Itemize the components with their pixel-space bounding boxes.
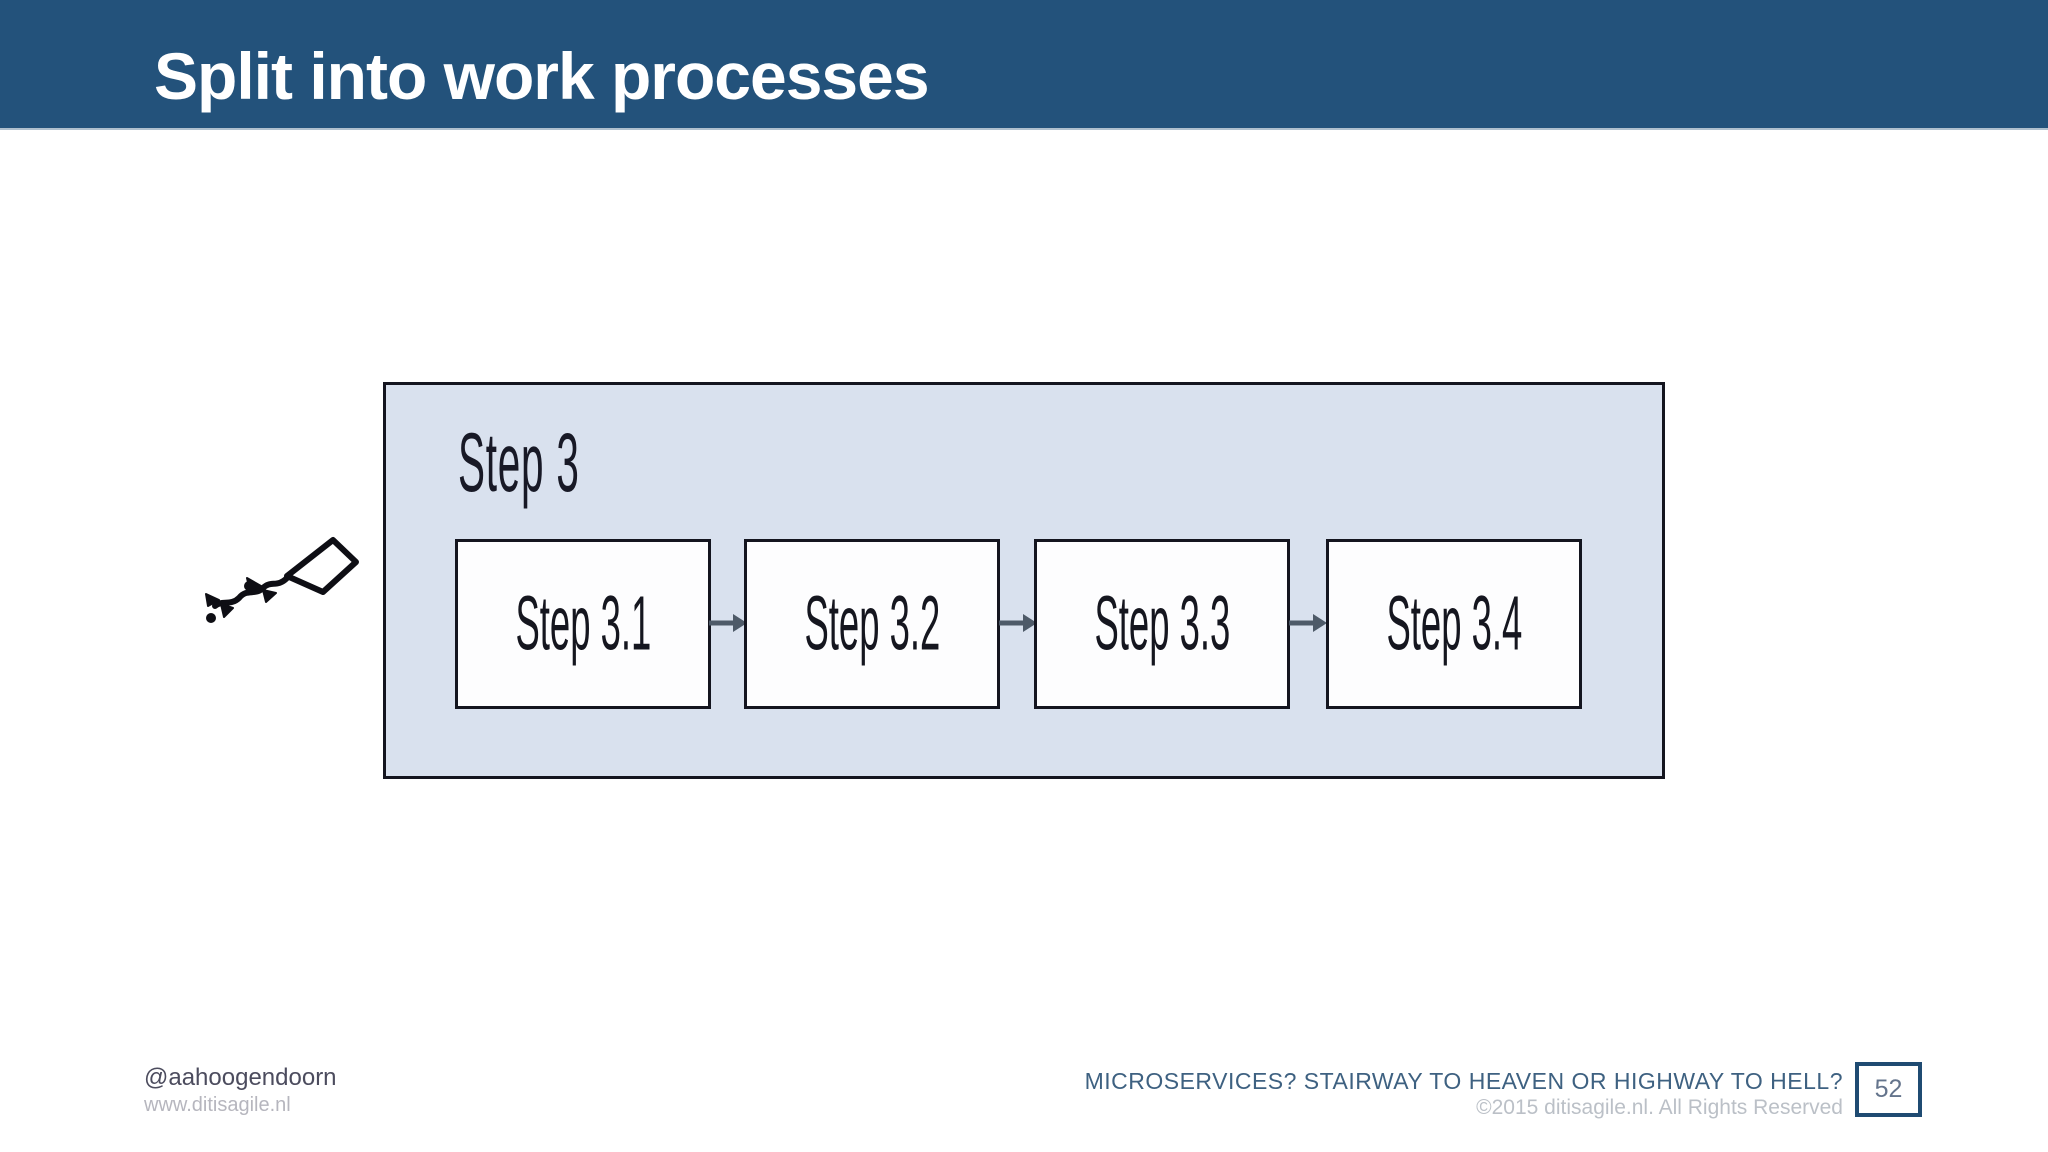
step-label-3-1: Step 3.1 — [515, 581, 651, 667]
slide-header: Split into work processes — [0, 0, 2048, 130]
author-website: www.ditisagile.nl — [144, 1094, 291, 1116]
author-handle: @aahoogendoorn — [144, 1064, 337, 1091]
step-3-group: Step 3 Step 3.1 Step 3.2 Step 3.3 Step 3… — [383, 382, 1665, 779]
step-label-3-4: Step 3.4 — [1386, 581, 1522, 667]
footer-author-block: @aahoogendoorn www.ditisagile.nl — [144, 1064, 337, 1117]
right-arrow-icon — [709, 614, 747, 632]
step-box-3-3: Step 3.3 — [1034, 539, 1290, 709]
footer-deck-block: MICROSERVICES? STAIRWAY TO HEAVEN OR HIG… — [1085, 1068, 1843, 1120]
step-label-3-2: Step 3.2 — [804, 581, 940, 667]
group-label: Step 3 — [458, 416, 580, 510]
right-arrow-icon — [1289, 614, 1327, 632]
step-box-3-4: Step 3.4 — [1326, 539, 1582, 709]
page-number: 52 — [1874, 1075, 1903, 1103]
step-label-3-3: Step 3.3 — [1094, 581, 1230, 667]
kite-doodle-icon — [205, 537, 359, 623]
step-box-3-2: Step 3.2 — [744, 539, 1000, 709]
page-title: Split into work processes — [154, 39, 930, 113]
copyright-notice: ©2015 ditisagile.nl. All Rights Reserved — [1476, 1096, 1843, 1119]
right-arrow-icon — [999, 614, 1037, 632]
deck-title: MICROSERVICES? STAIRWAY TO HEAVEN OR HIG… — [1084, 1068, 1843, 1094]
step-box-3-1: Step 3.1 — [455, 539, 711, 709]
page-number-box: 52 — [1855, 1062, 1922, 1117]
